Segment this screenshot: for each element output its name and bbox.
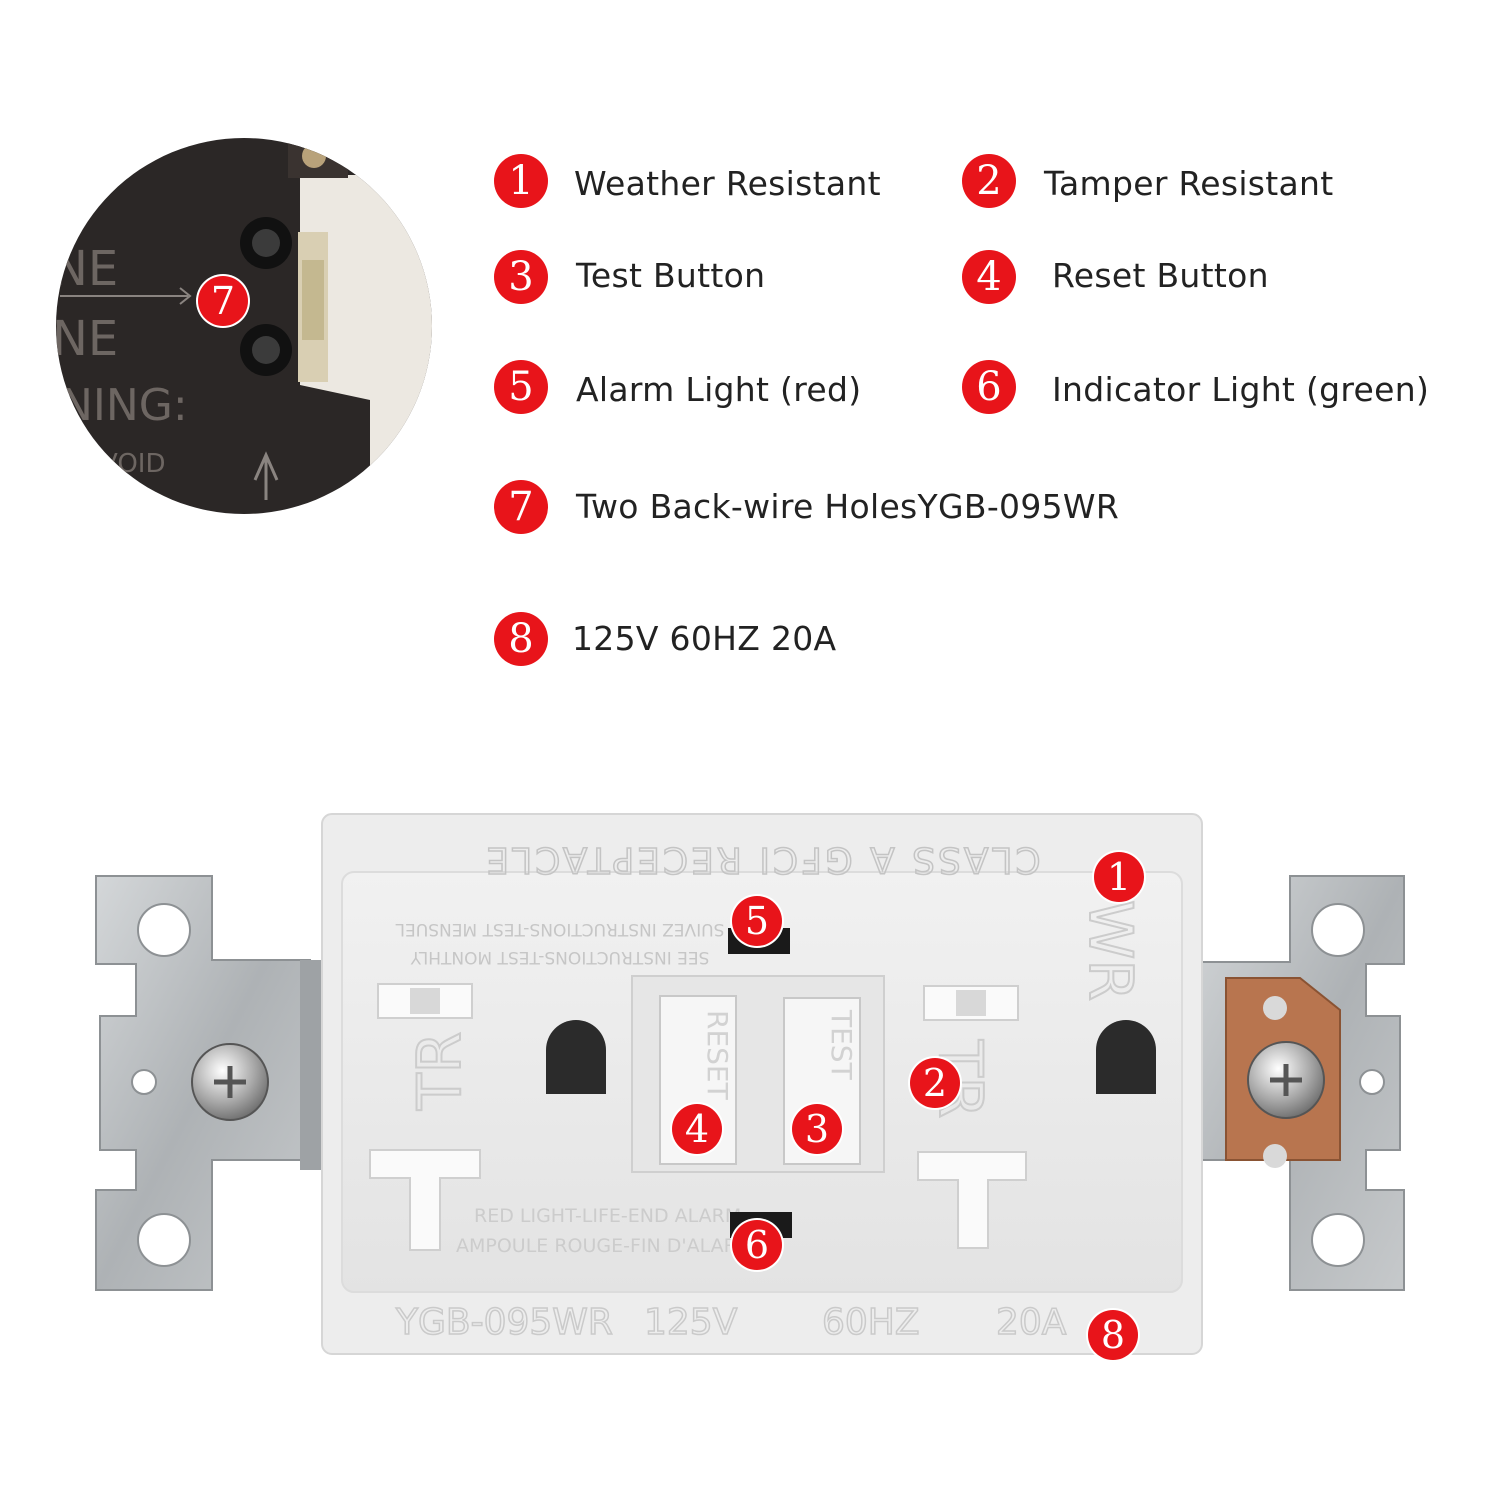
legend-label-8: 125V 60HZ 20A — [572, 619, 837, 658]
frequency-text: 60HZ — [822, 1302, 920, 1343]
marker-5: 5 — [732, 896, 782, 946]
legend-label-2: Tamper Resistant — [1044, 164, 1334, 203]
legend-badge-1: 1 — [494, 154, 548, 208]
legend-label-4: Reset Button — [1052, 256, 1269, 295]
inset-photo: NE NE NING: VOID — [52, 138, 432, 514]
legend-label-5: Alarm Light (red) — [576, 370, 862, 409]
marker-1: 1 — [1094, 852, 1144, 902]
inset-text-void: VOID — [100, 449, 165, 479]
wr-mark: WR — [1075, 900, 1145, 1001]
left-outlet — [369, 983, 606, 1251]
left-strap-hole-top — [137, 903, 191, 957]
voltage-text: 125V — [644, 1302, 738, 1343]
marker-2: 2 — [910, 1058, 960, 1108]
legend-label-7: Two Back-wire HolesYGB-095WR — [576, 487, 1120, 526]
inset-text-line: NE — [52, 241, 118, 297]
reset-text: RESET — [701, 1010, 734, 1101]
legend-label-6: Indicator Light (green) — [1052, 370, 1430, 409]
legend-badge-3: 3 — [494, 250, 548, 304]
marker-4: 4 — [672, 1104, 722, 1154]
inset-text-warning: NING: — [60, 380, 188, 431]
inset-text-neutral: NE — [52, 311, 118, 367]
legend-badge-7: 7 — [494, 480, 548, 534]
right-strap-hole-top — [1311, 903, 1365, 957]
right-outlet — [917, 985, 1156, 1249]
tr-mark-left: TR — [405, 1032, 475, 1111]
class-a-gfci-text: CLASS A GFCI RECEPTACLE — [483, 839, 1040, 880]
legend-badge-5: 5 — [494, 360, 548, 414]
test-text: TEST — [825, 1009, 858, 1081]
instructions-text-en: SEE INSTRUCTIONS-TEST MONTHLY — [410, 947, 709, 967]
receptacle-body: CLASS A GFCI RECEPTACLE WR TR TR SEE INS… — [321, 813, 1203, 1355]
left-strap-hole-bottom — [137, 1213, 191, 1267]
alarm-text-fr: AMPOULE ROUGE-FIN D'ALARME — [456, 1235, 765, 1257]
alarm-text-en: RED LIGHT-LIFE-END ALARM — [474, 1205, 741, 1227]
legend-label-1: Weather Resistant — [574, 164, 881, 203]
legend-badge-4: 4 — [962, 250, 1016, 304]
legend-badge-2: 2 — [962, 154, 1016, 208]
amperage-text: 20A — [996, 1302, 1067, 1343]
marker-3: 3 — [792, 1104, 842, 1154]
model-number-text: YGB-095WR — [395, 1302, 613, 1343]
legend-badge-6: 6 — [962, 360, 1016, 414]
inset-marker-7: 7 — [198, 276, 248, 326]
marker-6: 6 — [732, 1220, 782, 1270]
left-ground-hole — [546, 1020, 606, 1094]
legend-label-3: Test Button — [576, 256, 766, 295]
legend-badge-8: 8 — [494, 612, 548, 666]
right-strap-hole-bottom — [1311, 1213, 1365, 1267]
right-mounting-strap — [1195, 875, 1405, 1291]
instructions-text-fr: SUIVEZ INSTRUCTIONS-TEST MENSUEL — [395, 919, 724, 939]
right-ground-hole — [1096, 1020, 1156, 1094]
marker-8: 8 — [1088, 1310, 1138, 1360]
left-mounting-strap — [95, 875, 336, 1291]
